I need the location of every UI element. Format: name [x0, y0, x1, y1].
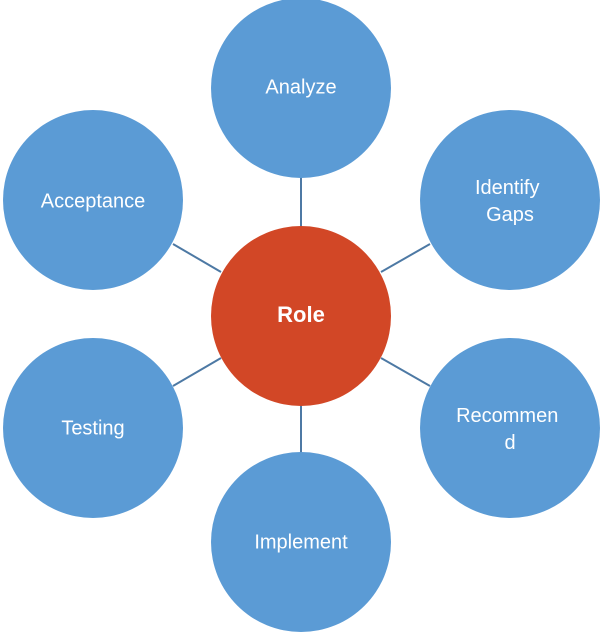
node-label-line: d	[504, 432, 515, 454]
center-label: Role	[277, 302, 325, 327]
node-circle	[211, 0, 391, 178]
node-label: Implement	[254, 531, 348, 553]
connectors	[172, 177, 431, 456]
node-identify-gaps: Identify Gaps	[420, 110, 600, 290]
connector-recommend	[380, 357, 431, 387]
node-label: Acceptance	[41, 190, 146, 212]
node-circle	[420, 110, 600, 290]
node-circle	[3, 110, 183, 290]
node-circle	[420, 338, 600, 518]
node-label: Analyze	[265, 76, 336, 98]
node-circle	[211, 452, 391, 632]
node-analyze: Analyze	[211, 0, 391, 178]
node-acceptance: Acceptance	[3, 110, 183, 290]
node-label: Identify Gaps	[475, 177, 545, 226]
node-label-line: Recommen	[456, 405, 558, 427]
node-testing: Testing	[3, 338, 183, 518]
node-recommend: Recommen d	[420, 338, 600, 518]
node-label: Testing	[61, 417, 124, 439]
node-implement: Implement	[211, 452, 391, 632]
center-node: Role	[211, 226, 391, 406]
connector-identify-gaps	[380, 243, 431, 273]
node-label-line: Identify	[475, 177, 539, 199]
center-circle	[211, 226, 391, 406]
node-label: Recommen d	[456, 405, 564, 454]
node-circle	[3, 338, 183, 518]
node-label-line: Gaps	[486, 204, 534, 226]
connector-testing	[172, 357, 222, 387]
connector-acceptance	[172, 243, 222, 273]
